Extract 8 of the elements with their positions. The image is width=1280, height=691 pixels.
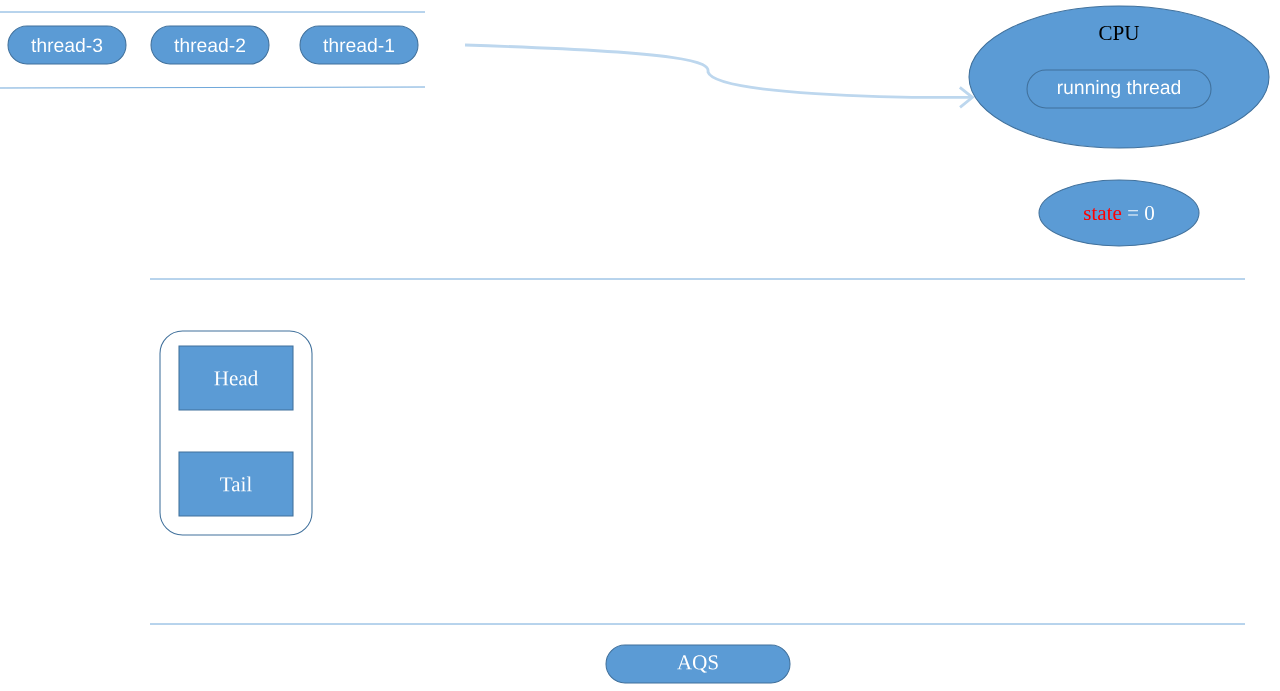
thread-pill: thread-1: [299, 25, 419, 65]
tail-box: Tail: [178, 451, 294, 517]
thread-pill: thread-2: [150, 25, 270, 65]
thread-pill: thread-3: [7, 25, 127, 65]
aqs-pill: AQS: [605, 644, 791, 684]
head-box: Head: [178, 345, 294, 411]
arrow: [464, 43, 975, 109]
thread-pill: running thread: [1026, 69, 1212, 109]
